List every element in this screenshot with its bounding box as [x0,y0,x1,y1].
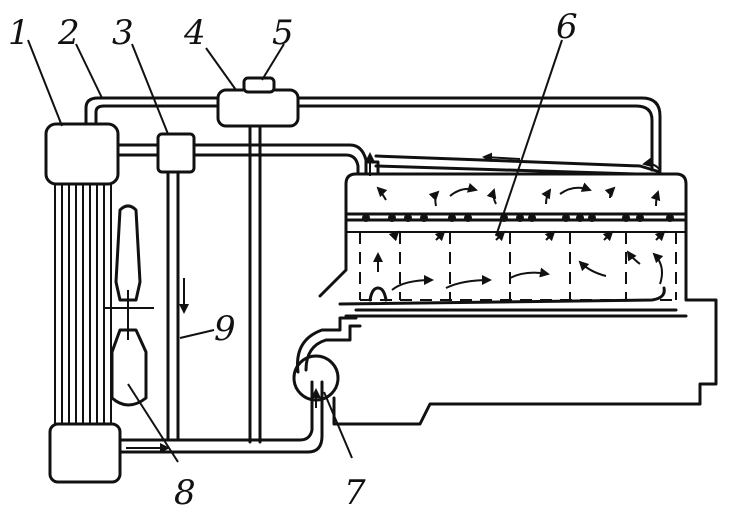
expansion-tank [216,88,300,128]
label-6: 6 [556,7,578,47]
radiator-to-thermostat-pipe [116,143,662,176]
engine-block [318,160,718,426]
label-4: 4 [183,13,206,53]
bottom-return-pipe [118,390,324,454]
bypass-pipe [166,170,180,442]
leader-lines [27,39,563,463]
thermostat [156,132,196,174]
tank-cap [242,76,276,94]
label-2: 2 [57,13,80,53]
label-8: 8 [174,473,196,513]
tank-drop-pipe [248,124,262,444]
radiator [44,122,122,484]
label-3: 3 [112,13,134,53]
label-9: 9 [214,309,236,349]
water-pump [292,316,362,402]
label-5: 5 [272,13,294,53]
label-1: 1 [8,13,30,53]
flow-arrows [126,152,666,453]
number-labels: 1 2 3 4 5 6 7 8 9 [8,7,578,513]
label-7: 7 [344,473,366,513]
top-hose [84,96,662,172]
fan [104,204,154,407]
